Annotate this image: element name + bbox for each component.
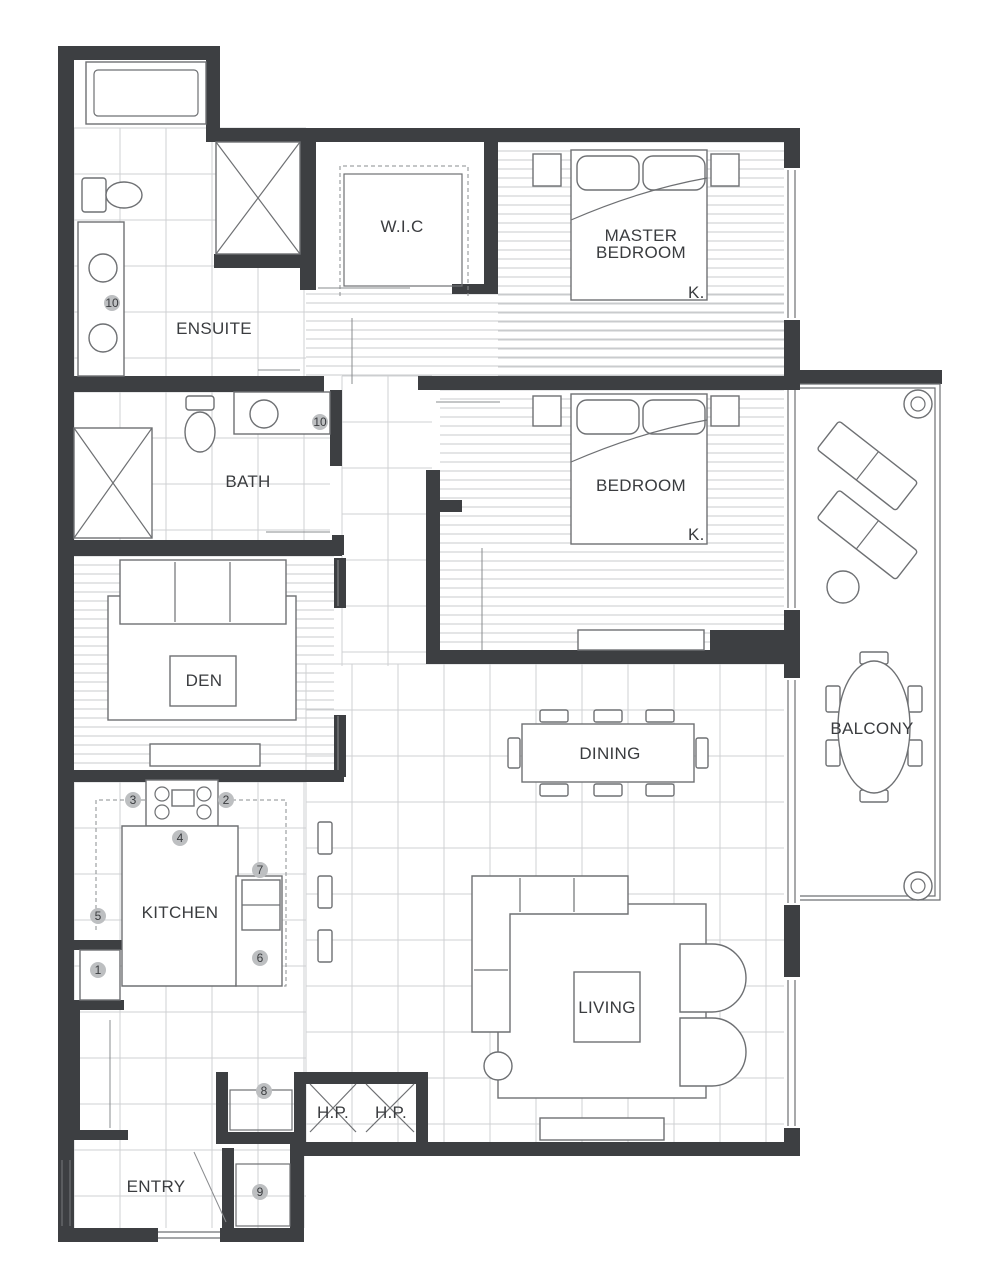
marker-4: 4 xyxy=(177,831,184,845)
label-balcony: BALCONY xyxy=(830,719,913,738)
label-wic: W.I.C xyxy=(380,217,423,236)
marker-2: 2 xyxy=(223,793,230,807)
label-bedroom: BEDROOM xyxy=(596,476,686,495)
label-dining: DINING xyxy=(579,744,640,763)
label-master-bedroom-1: MASTER xyxy=(605,226,678,245)
label-hp-right: H.P. xyxy=(375,1103,407,1122)
doors xyxy=(109,287,500,1223)
windows xyxy=(61,170,796,1239)
label-kitchen: KITCHEN xyxy=(142,903,219,922)
label-hp-left: H.P. xyxy=(317,1103,349,1122)
label-master-bedroom-2: BEDROOM xyxy=(596,243,686,262)
marker-9: 9 xyxy=(257,1185,264,1199)
numbered-markers: 1 2 3 4 5 6 7 8 9 10 10 xyxy=(90,295,328,1200)
label-ensuite: ENSUITE xyxy=(176,319,252,338)
room-labels: W.I.C MASTER BEDROOM K. ENSUITE BATH BED… xyxy=(127,217,914,1196)
label-master-bed-size: K. xyxy=(688,283,705,302)
marker-5: 5 xyxy=(95,909,102,923)
label-living: LIVING xyxy=(578,998,636,1017)
marker-10-bath: 10 xyxy=(313,415,327,429)
walls xyxy=(58,46,942,1242)
marker-3: 3 xyxy=(130,793,137,807)
marker-10-ensuite: 10 xyxy=(105,296,119,310)
label-bath: BATH xyxy=(225,472,270,491)
label-den: DEN xyxy=(186,671,223,690)
marker-7: 7 xyxy=(257,863,264,877)
fixtures xyxy=(73,61,747,1227)
marker-1: 1 xyxy=(95,963,102,977)
marker-8: 8 xyxy=(261,1084,268,1098)
label-bedroom-bed-size: K. xyxy=(688,525,705,544)
marker-6: 6 xyxy=(257,951,264,965)
balcony-area xyxy=(800,383,941,901)
label-entry: ENTRY xyxy=(127,1177,186,1196)
